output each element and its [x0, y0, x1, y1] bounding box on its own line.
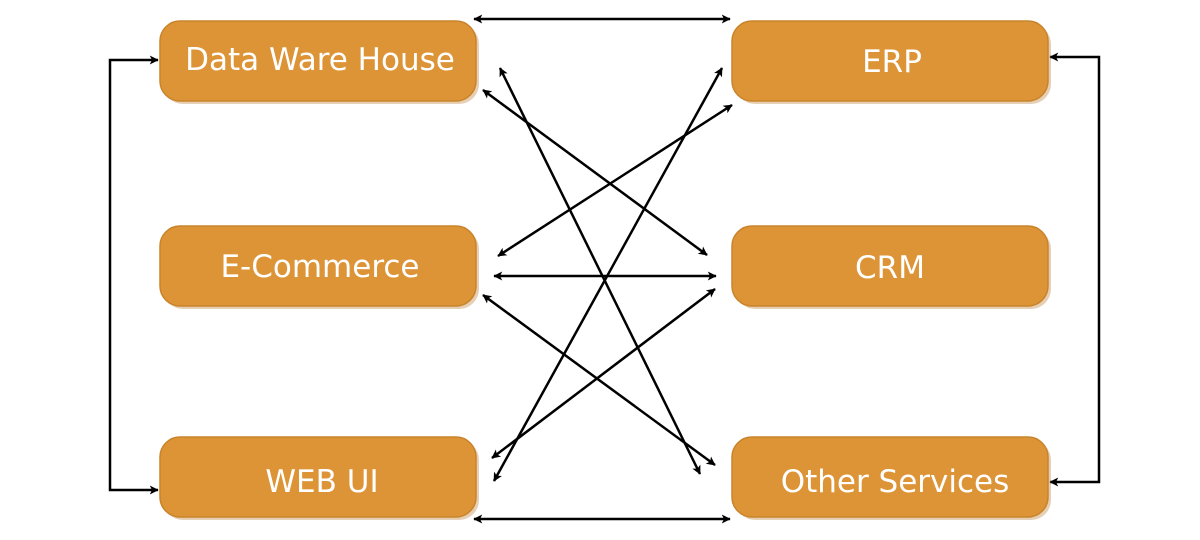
node-web-ui-box: [159, 436, 477, 518]
node-crm[interactable]: CRM: [731, 225, 1051, 309]
node-data-ware-house-box: [159, 20, 477, 102]
node-e-commerce-box: [159, 225, 477, 307]
node-crm-label: CRM: [855, 250, 925, 286]
connector-dwh-other: [498, 67, 702, 475]
connector-dwh-crm: [482, 88, 708, 257]
node-erp-label: ERP: [862, 44, 922, 80]
node-other-services-box: [731, 436, 1049, 518]
node-erp-box: [731, 20, 1049, 102]
node-other-services-label: Other Services: [781, 464, 1010, 500]
node-data-ware-house-label: Data Ware House: [185, 42, 455, 78]
node-web-ui-label: WEB UI: [265, 464, 378, 500]
node-other-services[interactable]: Other Services: [731, 436, 1051, 520]
node-erp[interactable]: ERP: [731, 20, 1051, 104]
node-data-ware-house[interactable]: Data Ware House: [159, 20, 479, 104]
node-e-commerce[interactable]: E-Commerce: [159, 225, 479, 309]
connector-dwh-webui: [108, 55, 159, 495]
connector-erp-other: [1049, 52, 1101, 487]
node-web-ui[interactable]: WEB UI: [159, 436, 479, 520]
node-e-commerce-label: E-Commerce: [220, 249, 419, 285]
node-crm-box: [731, 225, 1049, 307]
connector-webui-erp: [492, 67, 724, 482]
connector-webui-crm: [491, 288, 716, 459]
connectors-layer: [108, 14, 1101, 524]
